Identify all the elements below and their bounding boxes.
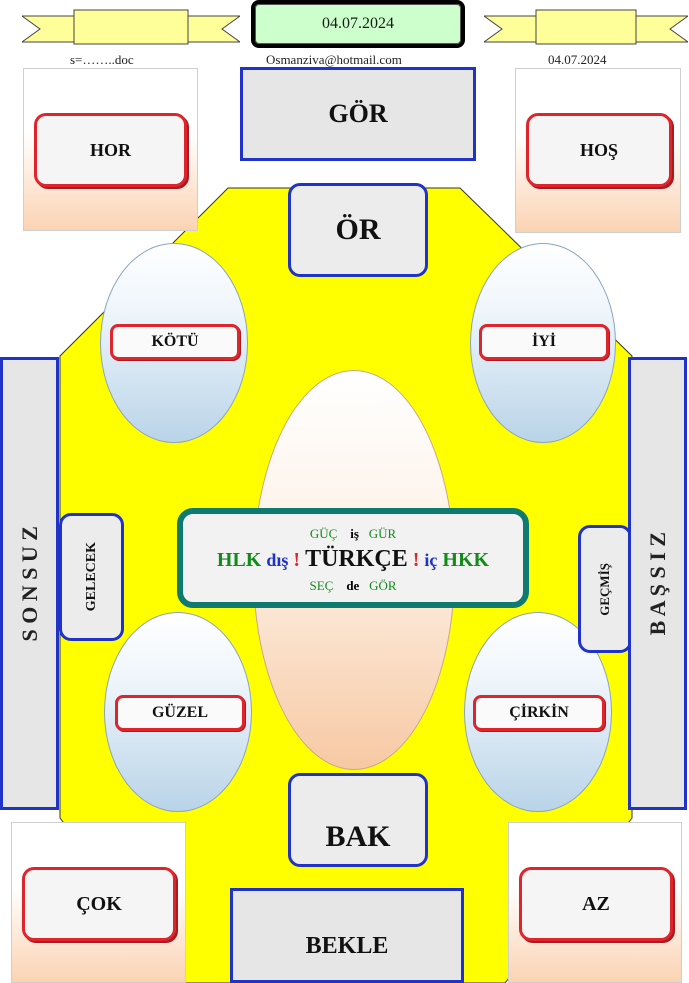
gelecek-box: GELECEK — [59, 513, 124, 641]
hos-button[interactable]: HOŞ — [526, 113, 672, 187]
hkk-text: HKK — [442, 549, 490, 571]
bassiz-label: B A Ş S I Z — [644, 531, 670, 636]
corner-bottom-right: AZ — [508, 822, 682, 983]
dis-text: dış — [266, 550, 289, 570]
bekle-box: BEKLE — [230, 888, 464, 983]
bekle-label: BEKLE — [305, 933, 389, 959]
de-text: de — [346, 578, 360, 593]
corner-top-right: HOŞ — [515, 68, 681, 233]
iyi-label[interactable]: İYİ — [479, 324, 609, 360]
sonsuz-label: S O N S U Z — [16, 525, 42, 642]
corner-bottom-left: ÇOK — [11, 822, 186, 983]
right-sidebar-bassiz: B A Ş S I Z — [628, 357, 687, 810]
ic-text: iç — [424, 550, 438, 570]
bak-label: BAK — [325, 820, 391, 853]
date-box: 04.07.2024 — [251, 0, 465, 48]
excl-right: ! — [412, 549, 420, 571]
right-ribbon-banner — [484, 9, 688, 45]
gur-text: GÜR — [368, 526, 397, 541]
left-ribbon-banner — [22, 9, 240, 45]
ellipse-bottom-left: GÜZEL — [104, 612, 252, 812]
or-box: ÖR — [288, 183, 428, 277]
turkce-text: TÜRKÇE — [305, 546, 408, 572]
ellipse-top-right: İYİ — [470, 243, 616, 443]
excl-left: ! — [293, 549, 301, 571]
date-caption: 04.07.2024 — [548, 52, 607, 67]
corner-top-left: HOR — [23, 68, 198, 231]
kotu-label[interactable]: KÖTÜ — [110, 324, 240, 360]
or-label: ÖR — [335, 213, 381, 246]
gor-small-text: GÖR — [369, 578, 397, 593]
sec-text: SEÇ — [309, 578, 334, 593]
date-text: 04.07.2024 — [322, 15, 394, 32]
card-main-row: HLK dış ! TÜRKÇE ! iç HKK — [183, 546, 523, 573]
ellipse-top-left: KÖTÜ — [100, 243, 248, 443]
card-bottom-row: SEÇ de GÖR — [183, 578, 523, 594]
top-gor-box: GÖR — [240, 67, 476, 161]
hor-button[interactable]: HOR — [34, 113, 187, 187]
card-top-row: GÜÇ iş GÜR — [183, 526, 523, 542]
guc-text: GÜÇ — [309, 526, 338, 541]
cok-button[interactable]: ÇOK — [22, 867, 176, 941]
is-text: iş — [350, 526, 359, 541]
gelecek-label: GELECEK — [83, 542, 99, 612]
top-gor-label: GÖR — [328, 99, 388, 128]
document-caption: s=……..doc — [70, 52, 134, 67]
bak-box: BAK — [288, 773, 428, 867]
center-card: GÜÇ iş GÜR HLK dış ! TÜRKÇE ! iç HKK SEÇ… — [177, 508, 529, 608]
guzel-label[interactable]: GÜZEL — [115, 695, 245, 731]
cirkin-label[interactable]: ÇİRKİN — [473, 695, 605, 731]
email-caption: Osmanziva@hotmail.com — [266, 52, 402, 67]
hlk-text: HLK — [216, 549, 262, 571]
left-sidebar-sonsuz: S O N S U Z — [0, 357, 59, 810]
gecmis-label: GEÇMİŞ — [597, 562, 612, 616]
az-button[interactable]: AZ — [519, 867, 673, 941]
gecmis-box: GEÇMİŞ — [578, 525, 632, 653]
